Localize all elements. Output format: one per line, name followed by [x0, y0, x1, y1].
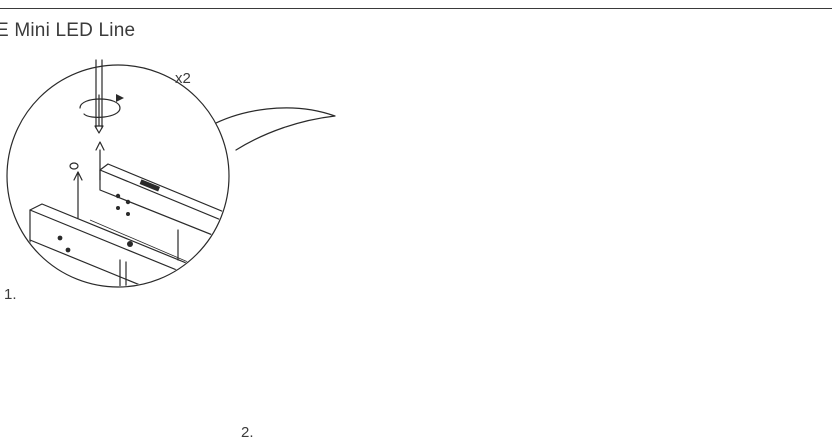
step-1-label: 1.	[4, 286, 17, 303]
callout-tail	[209, 107, 336, 151]
rotate-arrow-icon	[79, 98, 121, 118]
top-rule	[0, 8, 832, 9]
step-2-label: 2.	[241, 424, 254, 441]
repeat-count-label: x2	[175, 70, 191, 87]
page-title: E Mini LED Line	[0, 20, 136, 41]
detail-circle-1	[6, 59, 336, 288]
